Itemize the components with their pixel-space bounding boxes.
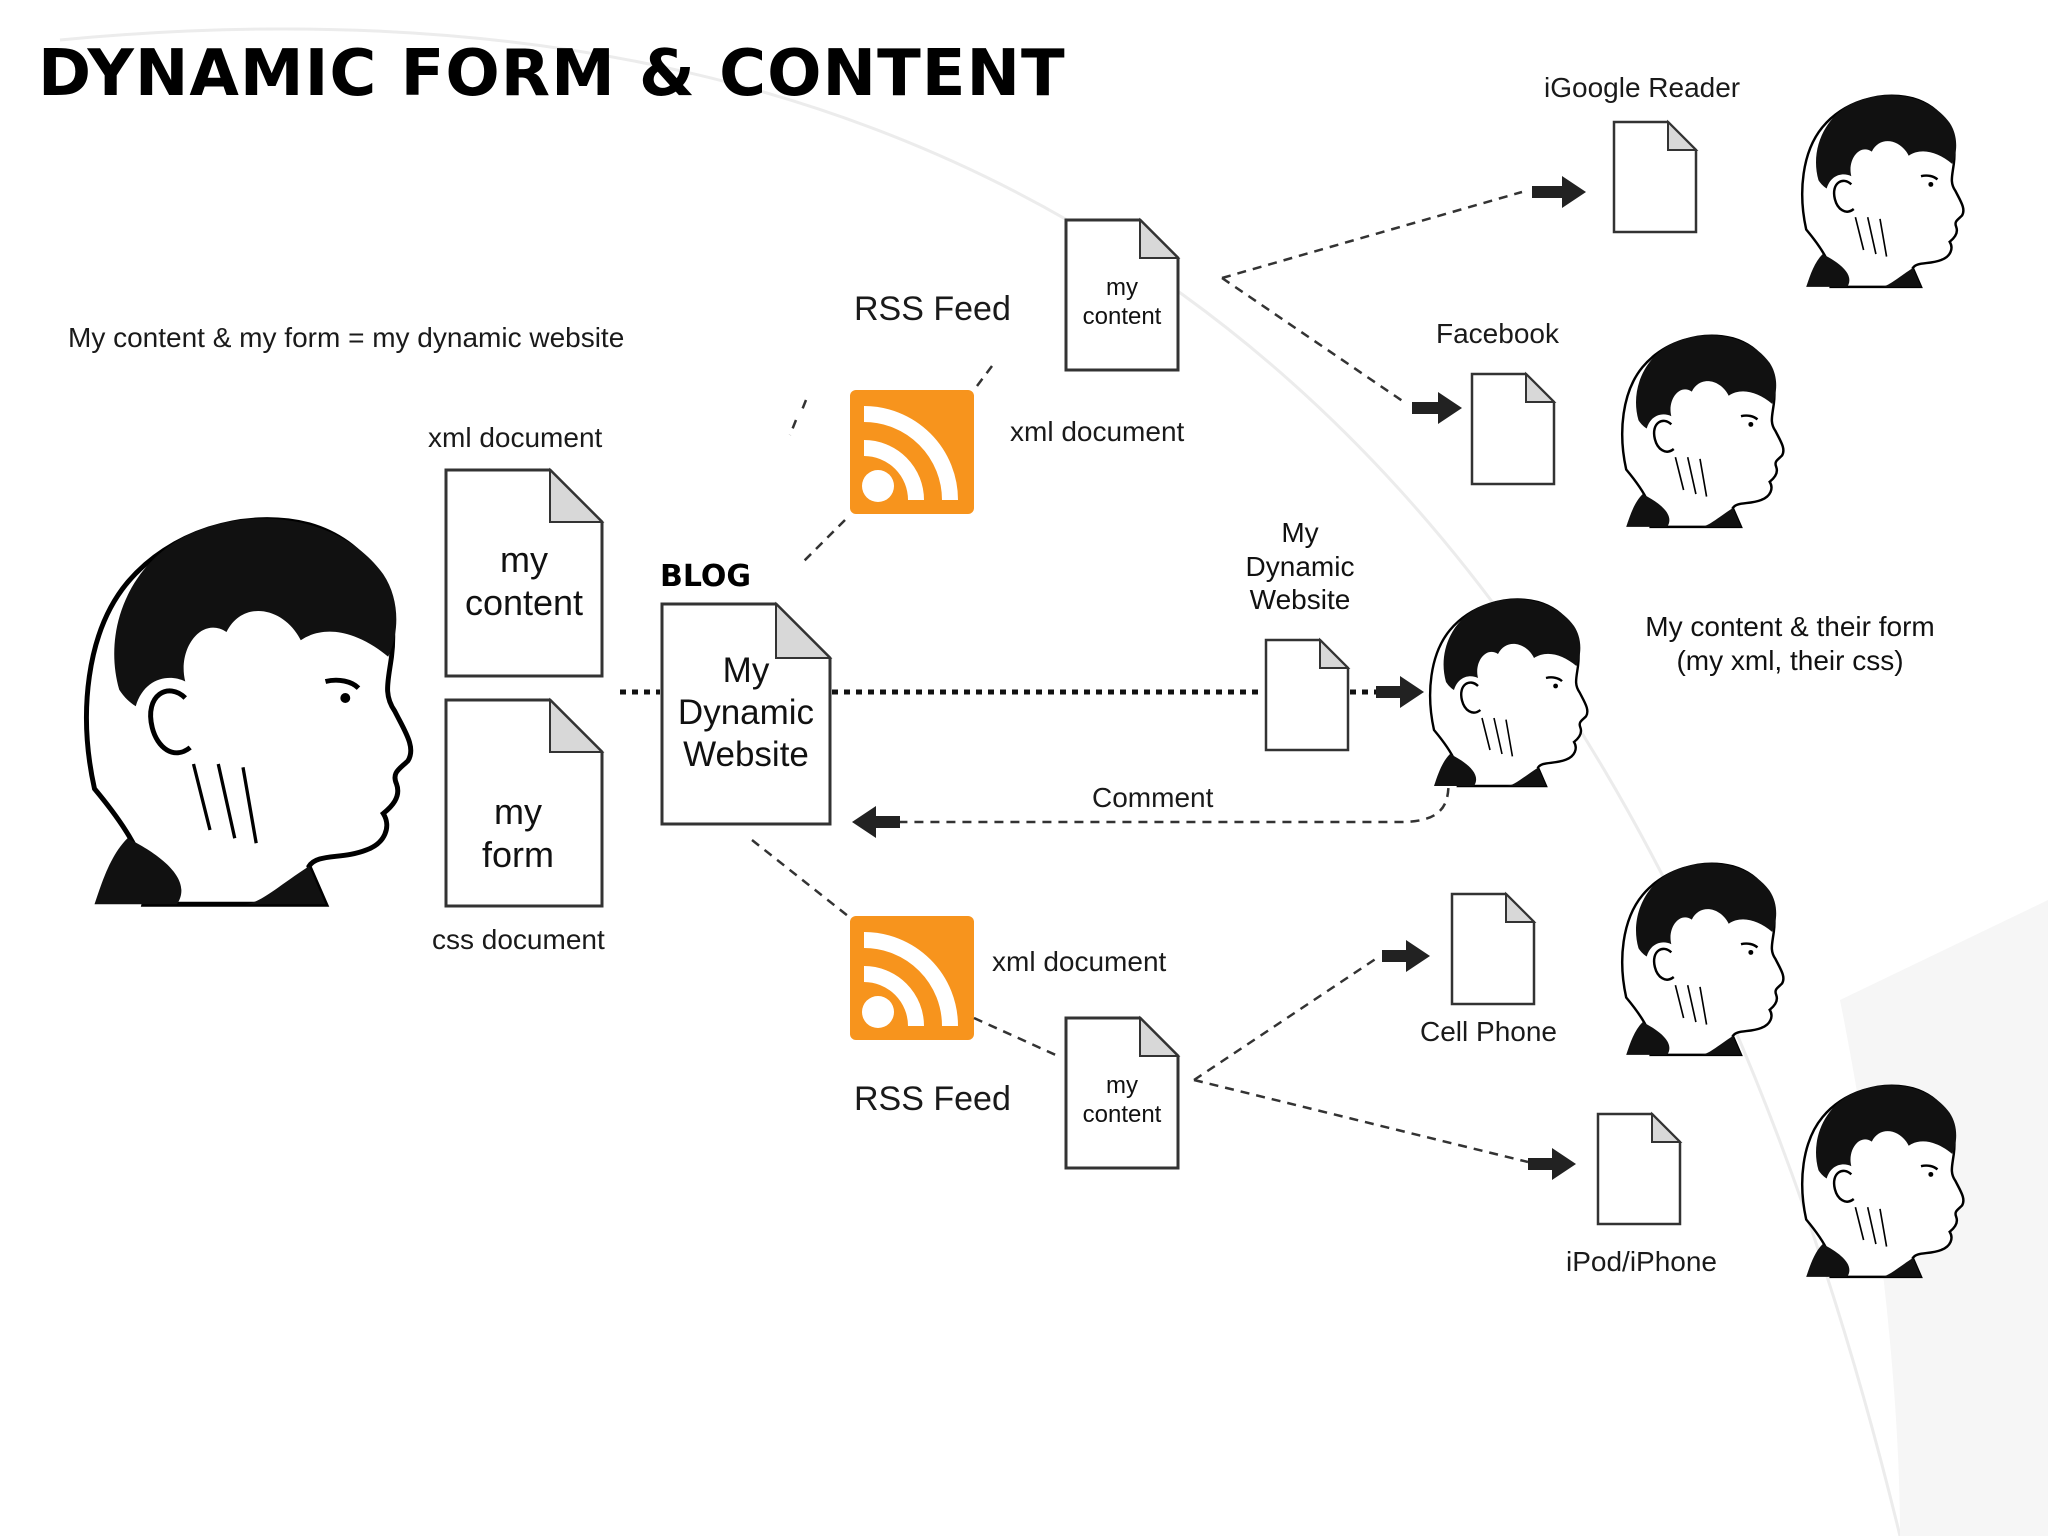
ipod-user-head-icon	[1801, 1083, 1965, 1279]
website-user-head-icon	[1428, 597, 1589, 788]
rss-bottom-xml-caption: xml document	[992, 946, 1167, 977]
rss-bottom-doc-line1: my	[1106, 1072, 1138, 1099]
content-doc-line2: content	[464, 582, 584, 624]
rss-top-doc-label: my content	[1066, 274, 1178, 332]
rss-top-document-icon	[1064, 217, 1181, 372]
rss-top-doc-line1: my	[1106, 274, 1138, 301]
ipod-label: iPod/iPhone	[1566, 1246, 1718, 1277]
form-document-icon	[444, 697, 605, 908]
blog-doc-line1: My	[722, 651, 770, 690]
blog-document-icon	[660, 601, 833, 826]
form-doc-line1: my	[494, 791, 542, 832]
website-target-line3: Website	[1249, 584, 1351, 616]
facebook-user-head-icon	[1621, 333, 1785, 529]
rss-top-xml-caption: xml document	[1010, 416, 1185, 447]
website-target-line2: Dynamic	[1245, 550, 1355, 582]
form-doc-line2: form	[482, 834, 554, 876]
blog-doc-label: My Dynamic Website	[662, 650, 830, 776]
css-caption: css document	[432, 924, 605, 955]
their-form-line2: (my xml, their css)	[1676, 644, 1904, 676]
rss-top-doc-line2: content	[1082, 302, 1162, 330]
content-doc-label: my content	[446, 538, 602, 624]
website-target-line1: My	[1281, 517, 1319, 548]
rss-bottom-label: RSS Feed	[854, 1080, 1011, 1118]
content-document-icon	[444, 467, 605, 678]
cell-phone-label: Cell Phone	[1420, 1016, 1557, 1047]
igoogle-user-head-icon	[1801, 93, 1965, 289]
form-doc-label: my form	[440, 790, 596, 876]
rss-bottom-icon	[850, 916, 974, 1040]
content-doc-line1: my	[500, 539, 548, 580]
rss-bottom-document-icon	[1064, 1015, 1181, 1170]
diagram-title: DYNAMIC FORM & CONTENT	[38, 37, 1066, 111]
blog-doc-line3: Website	[683, 735, 809, 774]
subtitle: My content & my form = my dynamic websit…	[68, 322, 625, 353]
cell-phone-document-icon	[1450, 891, 1537, 1006]
rss-bottom-doc-line2: content	[1082, 1100, 1162, 1128]
blog-doc-line2: Dynamic	[677, 693, 815, 732]
author-head-icon	[87, 519, 411, 905]
comment-label: Comment	[1092, 782, 1214, 813]
xml-caption-left: xml document	[428, 422, 603, 453]
their-form-label: My content & their form (my xml, their c…	[1600, 610, 1980, 677]
facebook-label: Facebook	[1436, 318, 1559, 349]
rss-bottom-doc-label: my content	[1066, 1072, 1178, 1130]
cell-phone-user-head-icon	[1621, 861, 1785, 1057]
rss-top-label: RSS Feed	[854, 290, 1011, 328]
their-form-line1: My content & their form	[1645, 611, 1935, 642]
facebook-document-icon	[1470, 371, 1557, 486]
website-target-label: My Dynamic Website	[1220, 516, 1380, 617]
arrow-icons	[852, 176, 1586, 1180]
website-target-document-icon	[1264, 637, 1351, 752]
igoogle-document-icon	[1612, 119, 1699, 234]
igoogle-label: iGoogle Reader	[1544, 72, 1741, 103]
rss-top-icon	[850, 390, 974, 514]
connector-lines	[751, 190, 1529, 1164]
blog-label: BLOG	[660, 559, 752, 594]
ipod-document-icon	[1596, 1111, 1683, 1226]
